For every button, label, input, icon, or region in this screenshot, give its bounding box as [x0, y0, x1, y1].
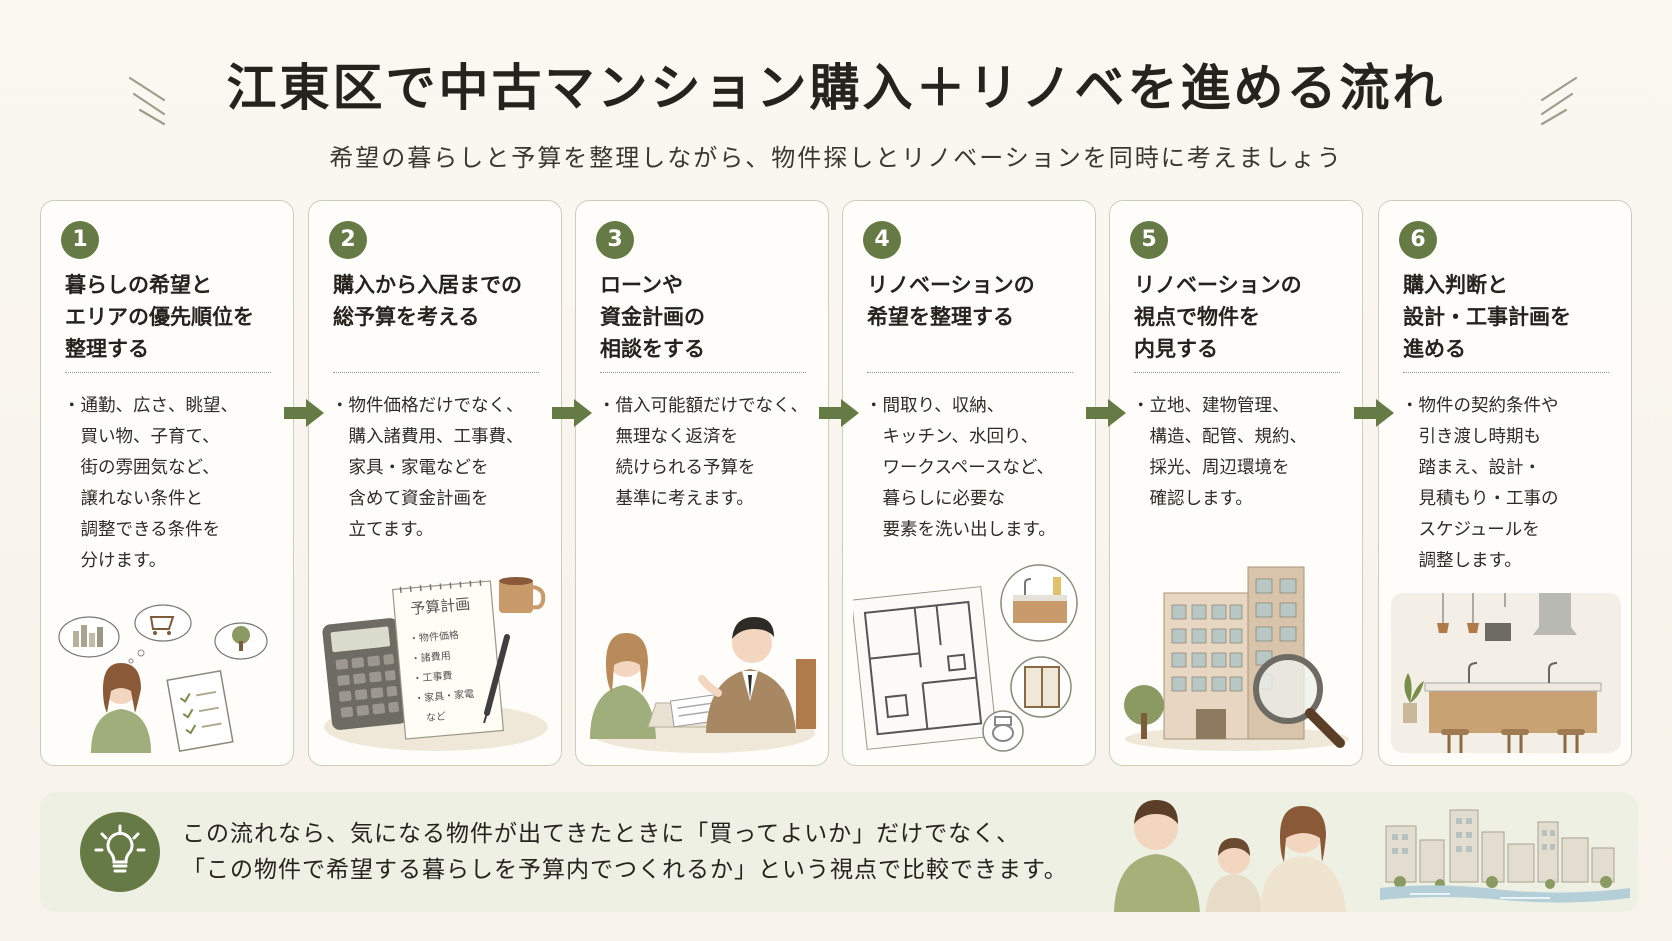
arrow-right-icon — [819, 399, 859, 427]
family-icon — [1114, 800, 1346, 912]
arrow-right-icon — [284, 399, 324, 427]
step-description: ・間取り、収納、 キッチン、水回り、 ワークスペースなど、 暮らしに必要な 要素… — [865, 396, 1056, 540]
divider — [867, 372, 1073, 373]
svg-text:・諸費用: ・諸費用 — [410, 649, 451, 665]
lightbulb-icon — [80, 812, 160, 892]
arrow-right-icon — [552, 399, 592, 427]
step-number: 4 — [863, 221, 901, 259]
renovated-kitchen-icon — [1391, 593, 1621, 753]
step-number: 2 — [329, 221, 367, 259]
step-description: ・借入可能額だけでなく、 無理なく返済を 続けられる予算を 基準に考えます。 — [598, 396, 808, 509]
divider — [333, 372, 539, 373]
step-card-4: 4 リノベーションの 希望を整理する ・間取り、収納、 キッチン、水回り、 ワー… — [842, 200, 1096, 766]
divider — [1403, 372, 1609, 373]
step-description: ・通勤、広さ、眺望、 買い物、子育て、 街の雰囲気など、 譲れない条件と 調整で… — [63, 396, 238, 571]
loan-consultation-icon — [590, 617, 816, 753]
step-card-5: 5 リノベーションの 視点で物件を 内見する ・立地、建物管理、 構造、配管、規… — [1109, 200, 1363, 766]
step-title: 購入判断と 設計・工事計画を 進める — [1403, 273, 1571, 361]
step-card-2: 2 購入から入居までの 総予算を考える ・物件価格だけでなく、 購入諸費用、工事… — [308, 200, 562, 766]
svg-text:・工事費: ・工事費 — [412, 669, 453, 685]
summary-panel: この流れなら、気になる物件が出てきたときに「買ってよいか」だけでなく、 「この物… — [40, 792, 1638, 912]
decorative-strokes-icon — [128, 76, 166, 126]
page-title: 江東区で中古マンション購入＋リノベを進める流れ — [226, 59, 1446, 117]
city-skyline-icon — [1380, 809, 1630, 903]
step-number: 3 — [596, 221, 634, 259]
building-magnifier-icon — [1124, 566, 1349, 751]
step-title: リノベーションの 視点で物件を 内見する — [1134, 273, 1302, 361]
arrow-right-icon — [1086, 399, 1126, 427]
step-card-6: 6 購入判断と 設計・工事計画を 進める ・物件の契約条件や 引き渡し時期も 踏… — [1378, 200, 1632, 766]
svg-text:など: など — [425, 710, 446, 724]
step-title: 暮らしの希望と エリアの優先順位を 整理する — [65, 273, 254, 361]
divider — [1134, 372, 1340, 373]
step-description: ・物件価格だけでなく、 購入諸費用、工事費、 家具・家電などを 含めて資金計画を… — [331, 396, 524, 540]
summary-line-1: この流れなら、気になる物件が出てきたときに「買ってよいか」だけでなく、 — [182, 821, 1021, 847]
step-card-3: 3 ローンや 資金計画の 相談をする ・借入可能額だけでなく、 無理なく返済を … — [575, 200, 829, 766]
step-number: 6 — [1399, 221, 1437, 259]
step-card-1: 1 暮らしの希望と エリアの優先順位を 整理する ・通勤、広さ、眺望、 買い物、… — [40, 200, 294, 766]
step-number: 1 — [61, 221, 99, 259]
svg-text:・物件価格: ・物件価格 — [408, 628, 459, 645]
arrow-right-icon — [1354, 399, 1394, 427]
step-title: ローンや 資金計画の 相談をする — [600, 273, 705, 361]
step-title: 購入から入居までの 総予算を考える — [333, 273, 522, 329]
svg-text:予算計画: 予算計画 — [410, 595, 471, 618]
step-description: ・立地、建物管理、 構造、配管、規約、 採光、周辺環境を 確認します。 — [1132, 396, 1307, 509]
divider — [65, 372, 271, 373]
woman-thinking-checklist-icon — [58, 604, 268, 753]
step-number: 5 — [1130, 221, 1168, 259]
calculator-budget-notebook-icon: 予算計画 ・物件価格 ・諸費用 ・工事費 ・家具・家電 など — [322, 577, 548, 751]
floor-plan-kitchen-icon — [853, 564, 1078, 752]
summary-text: この流れなら、気になる物件が出てきたときに「買ってよいか」だけでなく、 「この物… — [182, 816, 1132, 888]
step-description: ・物件の契約条件や 引き渡し時期も 踏まえ、設計・ 見積もり・工事の スケジュー… — [1401, 396, 1559, 571]
step-title: リノベーションの 希望を整理する — [867, 273, 1035, 329]
page-subtitle: 希望の暮らしと予算を整理しながら、物件探しとリノベーションを同時に考えましょう — [329, 144, 1343, 172]
summary-line-2: 「この物件で希望する暮らしを予算内でつくれるか」という視点で比較できます。 — [182, 857, 1068, 883]
decorative-strokes-icon — [1540, 76, 1578, 126]
divider — [600, 372, 806, 373]
